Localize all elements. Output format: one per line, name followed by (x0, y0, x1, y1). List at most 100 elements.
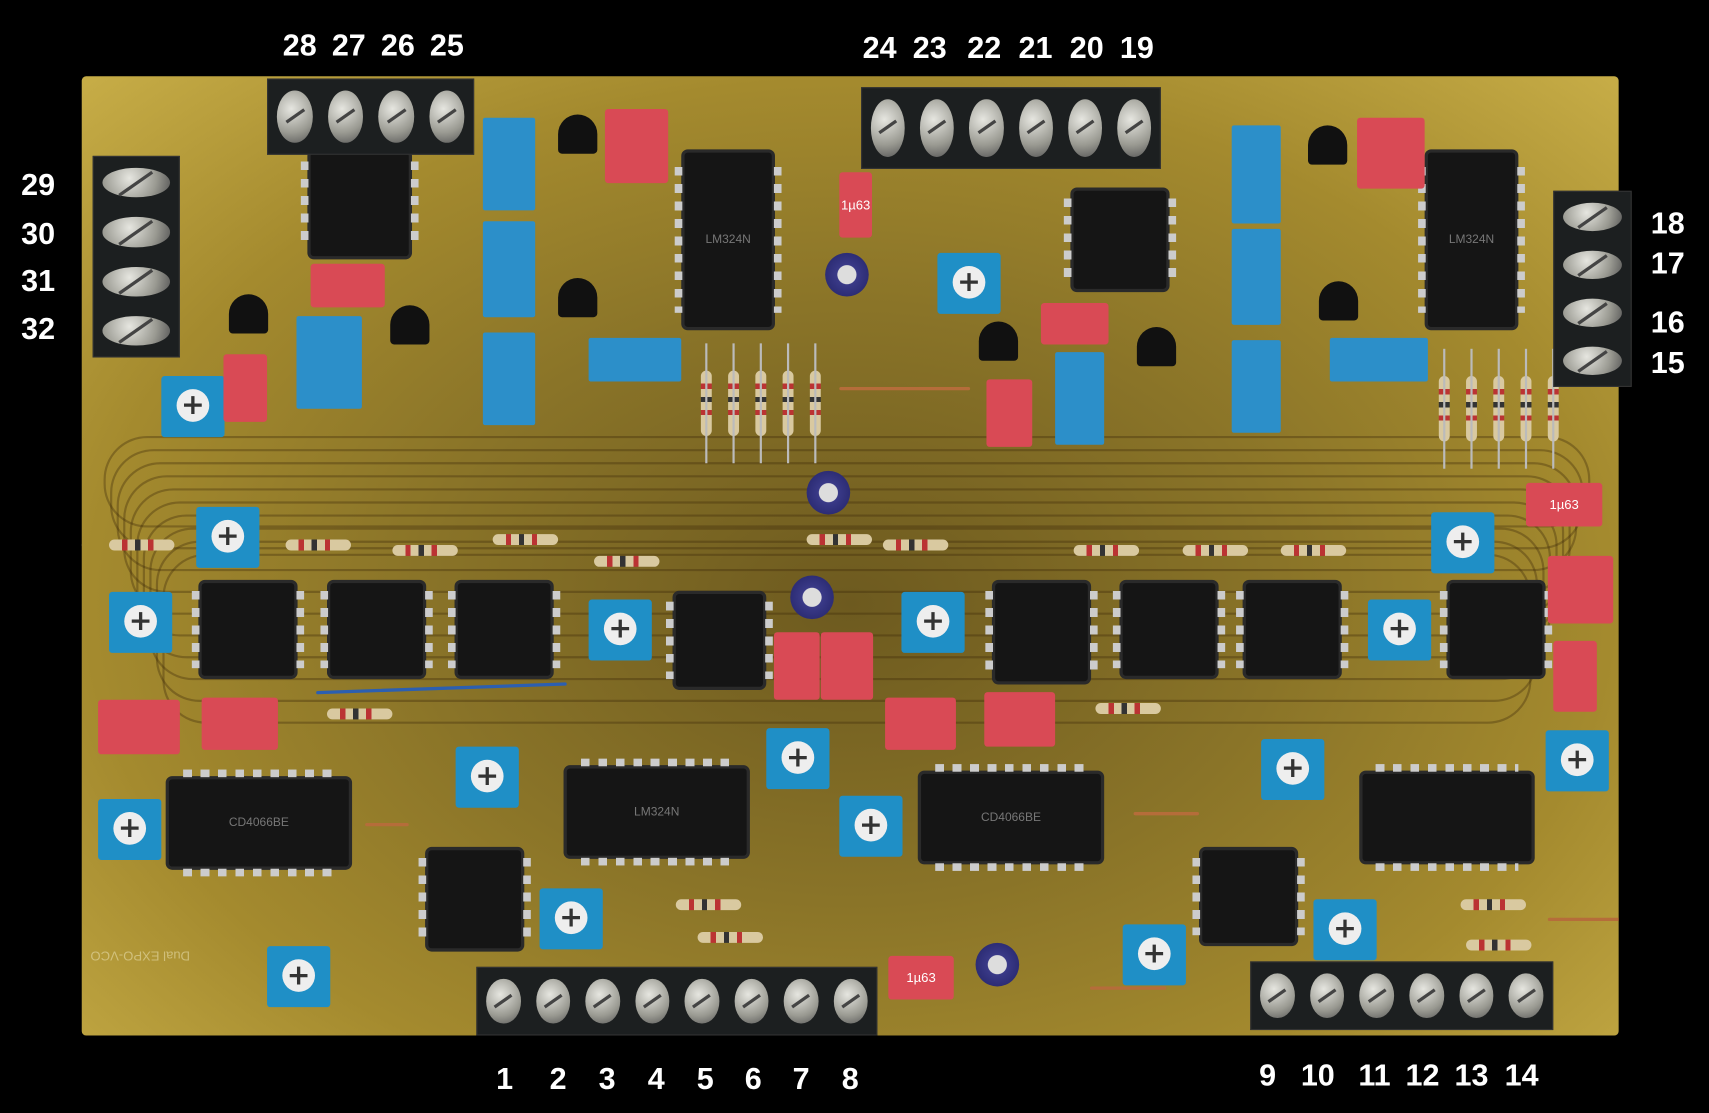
terminal-screw (378, 90, 414, 143)
ic-chip (300, 152, 419, 257)
resistor (648, 899, 769, 911)
terminal-label: 31 (21, 263, 56, 298)
terminal-label: 21 (1018, 30, 1053, 65)
terminal-screw (833, 978, 868, 1024)
trimmer-potentiometer (766, 728, 830, 790)
terminal-screw (1563, 346, 1622, 375)
silkscreen-text: Dual EXPO-VCO (90, 948, 191, 964)
terminal-screw (734, 978, 769, 1024)
resistor (779, 534, 900, 545)
ic-chip (665, 594, 773, 687)
jumper-wire (839, 386, 971, 391)
film-capacitor (773, 632, 820, 700)
jumper-wire (365, 822, 409, 827)
terminal-screw (1508, 973, 1544, 1019)
terminal-label: 3 (598, 1061, 616, 1096)
trimmer-potentiometer (839, 795, 903, 857)
trimmer-potentiometer (1261, 739, 1325, 801)
transistor (1136, 327, 1177, 367)
electrolytic-capacitor (825, 252, 869, 297)
electrolytic-capacitor (806, 470, 851, 515)
terminal-screw (783, 978, 819, 1024)
trimmer-potentiometer (539, 888, 603, 950)
terminal-label: 7 (792, 1061, 810, 1096)
film-capacitor (820, 632, 874, 700)
film-capacitor: 1µ63 (1526, 482, 1603, 527)
terminal-screw (102, 217, 171, 247)
terminal-label: 22 (967, 30, 1002, 65)
ic-chip (985, 583, 1098, 682)
terminal-screw (1117, 99, 1152, 157)
film-capacitor (1547, 555, 1614, 624)
ic-chip-dip14 (1362, 764, 1532, 871)
transistor (978, 321, 1019, 361)
terminal-label: 8 (841, 1061, 859, 1096)
resistor (1068, 703, 1189, 714)
ic-chip (191, 583, 305, 676)
film-capacitor: 1µ63 (839, 172, 872, 238)
box-capacitor (1231, 228, 1281, 325)
terminal-screw (684, 978, 719, 1024)
box-capacitor (1231, 125, 1281, 224)
resistor (1466, 376, 1477, 442)
terminal-label: 26 (380, 28, 415, 63)
resistor (299, 708, 420, 720)
terminal-screw (276, 90, 313, 143)
terminal-screw (634, 978, 670, 1024)
terminal-label: 32 (21, 311, 56, 346)
resistor (670, 931, 791, 943)
terminal-label: 29 (21, 167, 56, 202)
resistor (1253, 545, 1374, 556)
trimmer-potentiometer (1545, 730, 1609, 792)
jumper-wire (1133, 812, 1199, 816)
resistor (1438, 376, 1450, 442)
electrolytic-capacitor (790, 575, 834, 620)
film-capacitor (885, 697, 956, 750)
copper-trace (123, 475, 1571, 593)
film-capacitor (986, 379, 1033, 447)
terminal-label: 16 (1650, 305, 1685, 339)
trimmer-potentiometer (1431, 512, 1495, 574)
terminal-screw (535, 978, 571, 1024)
terminal-label: 27 (331, 28, 366, 63)
trimmer-potentiometer (109, 591, 173, 653)
box-capacitor (1329, 337, 1428, 382)
terminal-block (1553, 190, 1632, 387)
resistor (365, 545, 486, 556)
terminal-screw (1309, 973, 1345, 1019)
box-capacitor (588, 337, 682, 382)
terminal-screw (969, 99, 1004, 157)
terminal-label: 9 (1259, 1058, 1277, 1093)
box-capacitor (1231, 340, 1281, 433)
ic-chip (418, 850, 531, 949)
ic-chip: LM324N (1418, 152, 1525, 327)
ic-chip (1192, 850, 1305, 943)
terminal-screw (1067, 99, 1102, 157)
copper-trace (103, 436, 1591, 528)
terminal-label: 5 (696, 1061, 714, 1096)
ic-chip (1439, 583, 1553, 676)
trimmer-potentiometer (196, 506, 260, 568)
terminal-label: 1 (496, 1061, 514, 1096)
transistor (558, 114, 598, 154)
terminal-screw (920, 99, 955, 157)
trimmer-potentiometer (98, 798, 162, 861)
terminal-screw (102, 167, 171, 198)
terminal-screw (1409, 973, 1444, 1019)
ic-chip (1063, 190, 1177, 289)
terminal-label: 24 (862, 30, 897, 65)
terminal-label: 25 (429, 28, 464, 63)
ic-chip-dip14: CD4066BE (168, 769, 349, 877)
film-capacitor (310, 263, 385, 308)
box-capacitor (482, 117, 536, 211)
terminal-screw (102, 266, 171, 297)
resistor (1155, 545, 1276, 556)
trimmer-potentiometer (455, 746, 519, 808)
box-capacitor (482, 221, 536, 318)
film-capacitor (1357, 117, 1425, 189)
film-capacitor (604, 109, 669, 184)
resistor (755, 370, 767, 436)
terminal-screw (1459, 973, 1494, 1019)
transistor (228, 294, 269, 334)
